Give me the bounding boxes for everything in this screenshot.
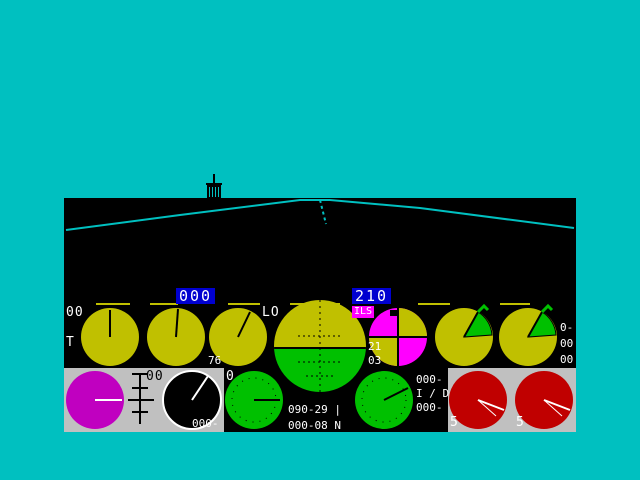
- right-scale-2: 00: [560, 337, 574, 350]
- oil-gauge: [499, 303, 557, 366]
- nav-readout-1: 090-29 |: [288, 403, 341, 416]
- speed-readout-box: 000: [176, 288, 216, 304]
- red-gauge-right: [515, 371, 573, 429]
- lower-zero-label: 0: [226, 369, 235, 384]
- flap-label: T: [66, 335, 75, 350]
- ils-crosshair-icon: [369, 308, 427, 366]
- lower-top-left-label: 00: [146, 369, 164, 384]
- runway-b-label: 03: [368, 354, 382, 367]
- horizon-line: [65, 199, 575, 231]
- right-block-1: 000-: [416, 373, 443, 386]
- red-gauge-1-label: 5: [450, 415, 459, 430]
- ils-label: ILS: [352, 306, 375, 318]
- compass-gauge: [66, 371, 124, 429]
- cockpit-window: [64, 198, 576, 302]
- turn-slip-indicator: [128, 373, 154, 424]
- red-gauge-left: [449, 371, 507, 429]
- lo-label: LO: [262, 305, 280, 320]
- runway-a-label: 21: [368, 340, 382, 353]
- left-green-gauge: [225, 371, 283, 429]
- right-scale-1: 0-: [560, 321, 574, 334]
- right-scale-3: 00: [560, 353, 574, 366]
- nav-readout-2: 000-08 N: [288, 419, 341, 432]
- right-block-3: 000-: [416, 401, 443, 414]
- fuel-gauge: [435, 303, 493, 366]
- runway-centerline: [319, 199, 327, 225]
- airspeed-gauge: [79, 308, 139, 366]
- right-block-2: I / D: [416, 387, 450, 400]
- control-tower-icon: [206, 174, 222, 199]
- right-green-gauge: [355, 371, 413, 429]
- vsi-gauge: [145, 308, 205, 366]
- red-gauge-2-label: 5: [516, 415, 525, 430]
- left-scale-label: 00: [66, 305, 84, 320]
- gauge3-value: 76: [208, 354, 222, 367]
- altimeter-readout: 000-: [192, 417, 219, 430]
- altimeter-gauge: [162, 370, 222, 430]
- rpm-gauge: [207, 308, 267, 366]
- heading-readout-box: 210: [352, 288, 392, 304]
